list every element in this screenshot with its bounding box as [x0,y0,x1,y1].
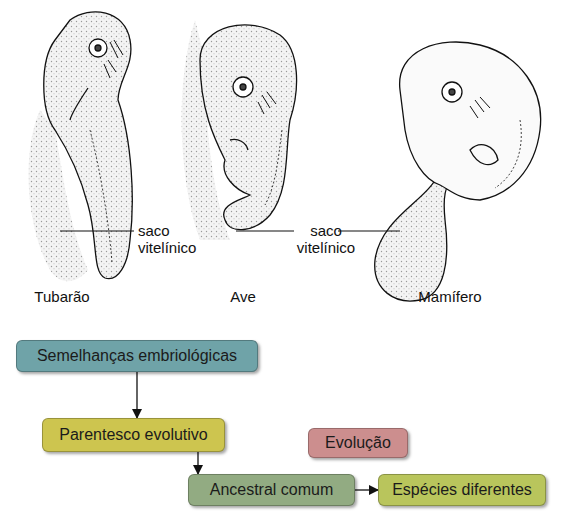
species-label: Tubarão [22,288,102,305]
process-box: Espécies diferentes [378,474,546,506]
mammal-embryo [375,42,541,301]
process-box: Semelhanças embriológicas [16,340,258,372]
bird-embryo [182,20,297,240]
part-label: saco vitelínico [138,222,216,256]
process-box: Ancestral comum [188,474,355,506]
box-text: Parentesco evolutivo [59,426,208,444]
part-label: saco vitelínico [286,222,366,256]
shark-embryo [29,12,133,281]
topic-box: Evolução [308,428,408,458]
flow-arrow [355,489,378,490]
leader-lines [60,230,400,231]
species-label: Ave [203,288,283,305]
box-text: Espécies diferentes [392,481,532,499]
box-text: Evolução [325,434,391,452]
process-box: Parentesco evolutivo [42,418,225,452]
flow-arrow [136,372,137,418]
box-text: Ancestral comum [210,481,334,499]
flow-arrow [197,452,198,474]
species-label: Mamífero [400,288,500,305]
box-text: Semelhanças embriológicas [37,347,237,365]
